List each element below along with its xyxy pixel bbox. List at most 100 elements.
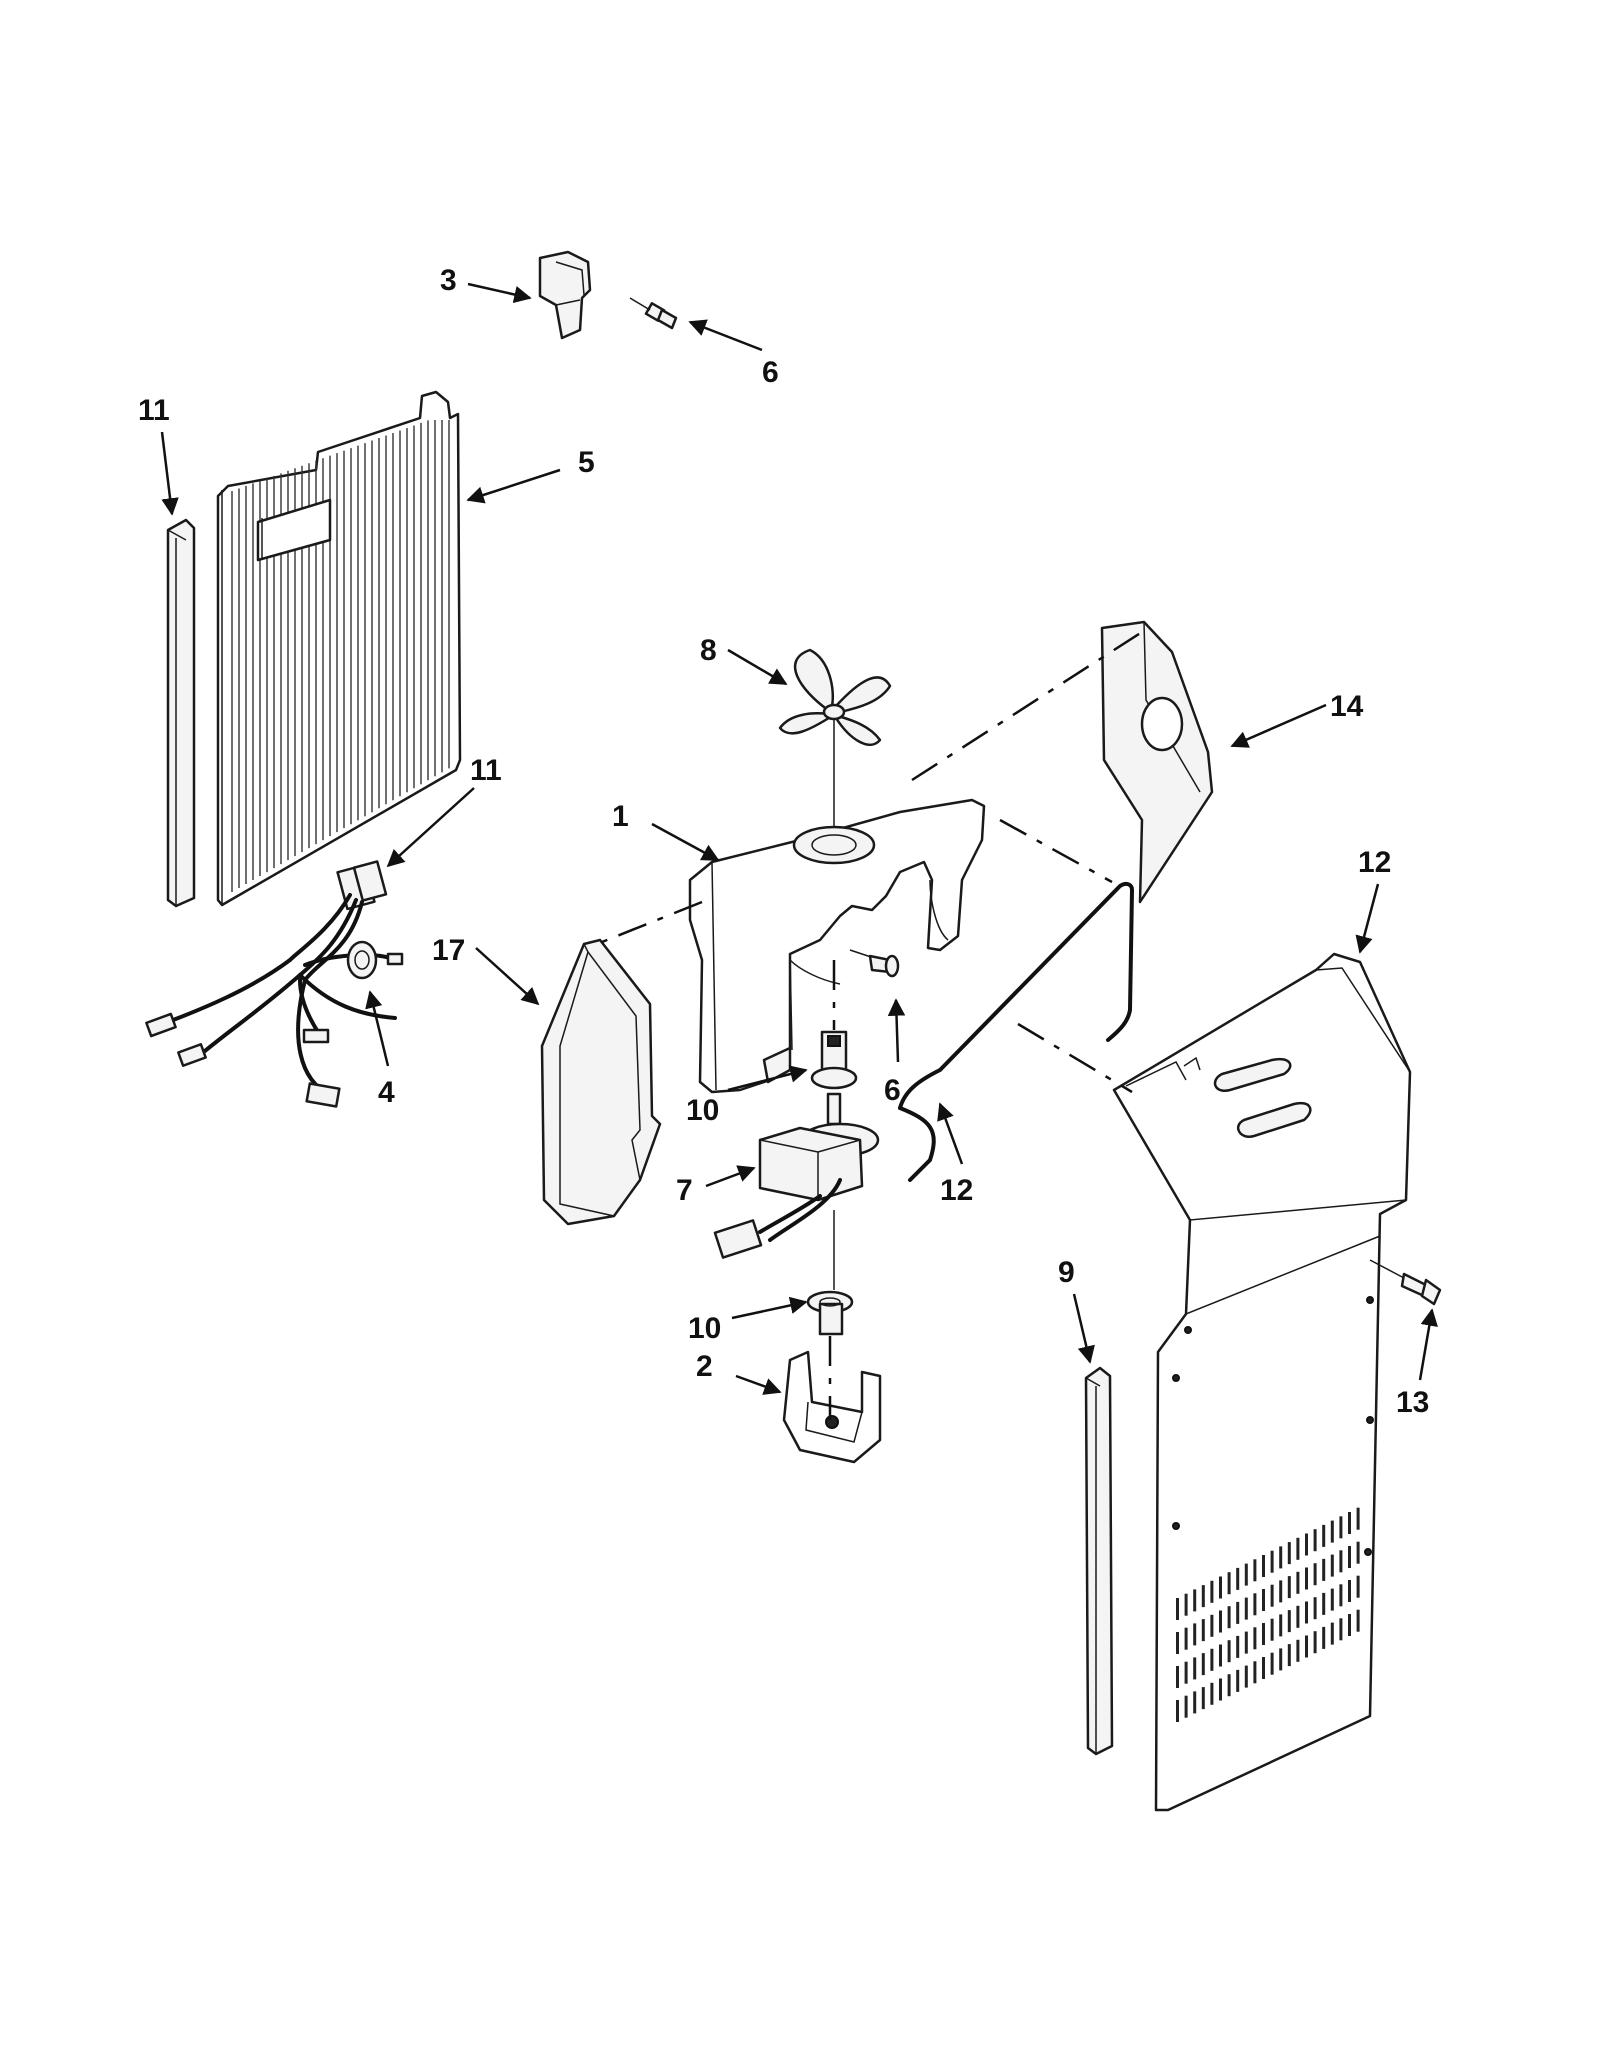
vent-slot [1184,1593,1188,1616]
leader-arrows [160,282,1438,1395]
vent-slot [1176,1598,1179,1620]
vent-slot [1210,1648,1214,1671]
vent-slot [1270,1618,1274,1641]
vent-slot [1305,1567,1308,1590]
vent-slot [1227,1572,1231,1595]
vent-slot [1219,1610,1222,1633]
part-17-foam-baffle [540,938,662,1226]
vent-slot [1193,1589,1197,1612]
vent-slot [1219,1644,1222,1667]
vent-slot [1184,1661,1188,1684]
vent-slot [1330,1588,1334,1611]
callout-4: 4 [378,1076,395,1109]
vent-slot [1219,1678,1222,1701]
vent-slot [1193,1623,1197,1646]
vent-slot [1348,1614,1351,1636]
vent-slot [1279,1580,1283,1603]
callout-10-bottom: 10 [688,1312,721,1345]
vent-slot [1330,1520,1334,1543]
part-7-fan-motor [713,1092,880,1290]
callout-1: 1 [612,800,629,833]
vent-slot [1219,1576,1222,1599]
vent-slot [1262,1623,1265,1645]
vent-slot [1348,1546,1351,1568]
part-16-foam-baffle [1100,620,1214,904]
part-1-fan-housing [688,798,986,1094]
vent-slot [1210,1682,1214,1705]
vent-slot [1201,1687,1205,1710]
vent-slot [1176,1632,1179,1654]
vent-slot [1287,1644,1291,1667]
vent-slot [1236,1601,1240,1624]
vent-slot [1279,1648,1283,1671]
vent-slot [1313,1631,1317,1654]
vent-slot [1287,1576,1291,1599]
vent-slot [1236,1669,1240,1692]
vent-slot [1253,1661,1257,1684]
vent-slot [1296,1605,1300,1628]
vent-slot [1296,1537,1300,1560]
vent-slot [1270,1550,1274,1573]
vent-slot [1348,1580,1351,1602]
callout-16: 14 [1330,690,1364,723]
vent-slot [1201,1619,1205,1642]
vent-slot [1253,1627,1257,1650]
vent-slot [1270,1584,1274,1607]
vent-slot [1339,1584,1343,1607]
vent-slot [1253,1593,1257,1616]
vent-slot [1236,1635,1240,1658]
vent-slot [1279,1614,1283,1637]
part-15-screw [1369,1259,1442,1306]
vent-slot [1193,1657,1197,1680]
callout-5: 5 [578,446,595,479]
part-13-gasket-strip [166,518,196,908]
vent-slot [1322,1524,1326,1547]
vent-slot [1339,1550,1343,1573]
vent-slot [1262,1555,1265,1577]
vent-slot [1244,1631,1248,1654]
vent-slot [1262,1589,1265,1611]
callout-6-middle: 6 [884,1074,901,1107]
vent-slot [1253,1559,1257,1582]
callout-2: 2 [696,1350,713,1383]
vent-slot [1244,1563,1248,1586]
vent-slot [1296,1639,1300,1662]
vent-slot [1262,1657,1265,1679]
part-12-wire-bail [898,881,1135,1182]
callout-11: 11 [470,754,502,787]
part-4-grommet [346,940,378,980]
callout-8: 8 [700,634,717,667]
vent-slot [1184,1695,1188,1718]
vent-slot [1176,1666,1179,1688]
vent-slot [1322,1558,1326,1581]
vent-slot [1227,1674,1231,1697]
assembly-lines [591,630,1143,1420]
vent-slot [1201,1585,1205,1608]
vent-slot [1348,1512,1351,1534]
callout-9: 9 [1058,1256,1075,1289]
callout-6-top: 6 [762,356,779,389]
part-6-screw-top [629,297,678,330]
vent-slot [1305,1601,1308,1624]
vent-slot [1322,1626,1326,1649]
callout-15: 13 [1396,1386,1429,1419]
vent-slot [1287,1610,1291,1633]
vent-slot [1227,1640,1231,1663]
part-10-grommet-bottom [806,1290,854,1336]
part-14-duct-cover [1112,952,1412,1812]
vent-slot [1305,1635,1308,1658]
vent-slot [1244,1665,1248,1688]
vent-slot [1227,1606,1231,1629]
vent-slot [1356,1541,1360,1564]
vent-slot [1339,1618,1343,1641]
vent-slot [1356,1507,1360,1530]
vent-slot [1330,1554,1334,1577]
vent-slot [1356,1609,1360,1632]
vent-slot [1313,1529,1317,1552]
callout-14: 12 [1358,846,1391,879]
vent-slot [1313,1597,1317,1620]
part-11-wire-harness [145,860,404,1108]
callout-10-top: 10 [686,1094,719,1127]
vent-slot [1193,1691,1197,1714]
